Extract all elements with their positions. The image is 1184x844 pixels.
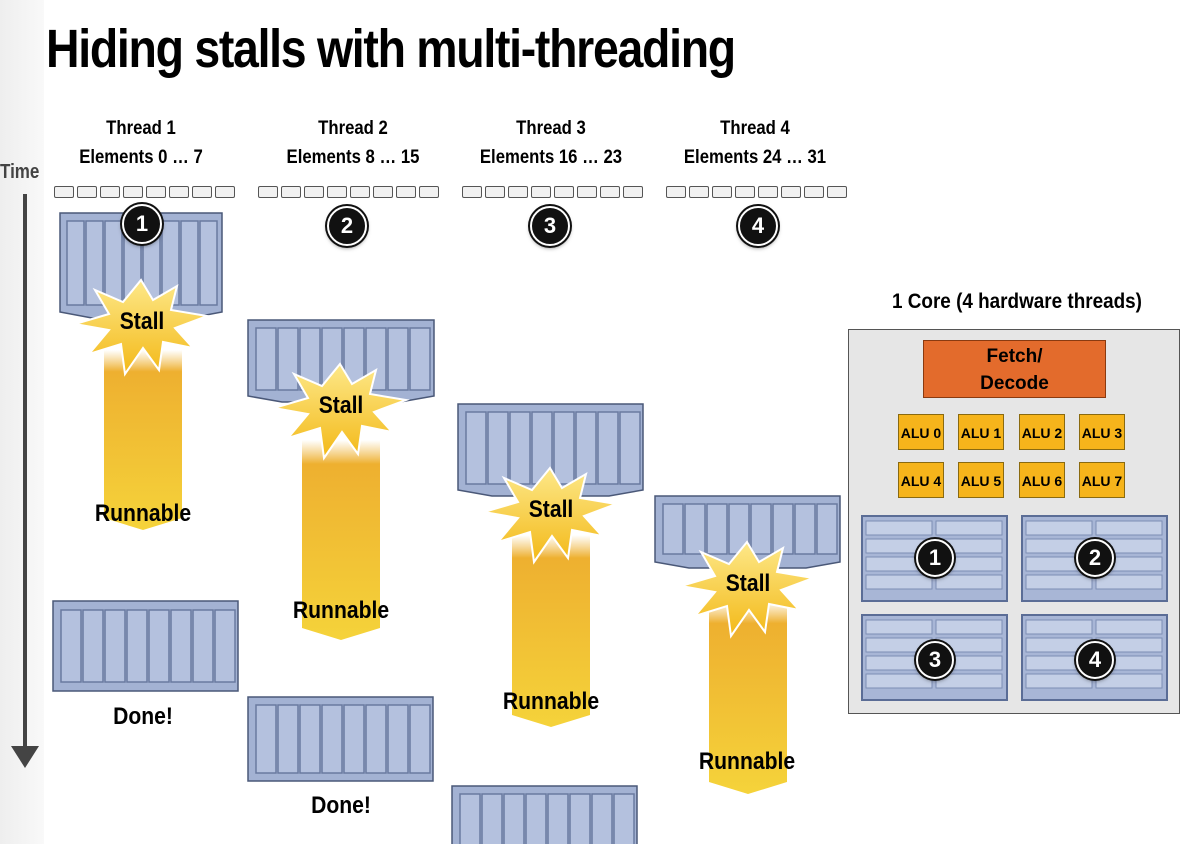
time-axis-line [23,194,27,754]
context-2-badge: 2 [1076,539,1114,577]
context-4-badge: 4 [1076,641,1114,679]
thread-4-stall-label: Stall [725,570,771,597]
thread-4-lanes [666,186,847,198]
page-title: Hiding stalls with multi-threading [46,19,736,79]
time-axis-arrowhead [11,746,39,768]
thread-3-header: Thread 3 Elements 16 … 23 [456,114,646,172]
thread-3-next-block [451,785,638,844]
time-label: Time [0,161,40,183]
thread-3-stall-burst [483,466,620,565]
thread-3-active-block [457,403,644,497]
alu-6: ALU 6 [1019,462,1065,498]
thread-3-runnable-label: Runnable [502,688,600,715]
left-shade [0,0,44,844]
thread-3-elements: Elements 16 … 23 [479,147,623,168]
alu-2: ALU 2 [1019,414,1065,450]
thread-3-stall-label: Stall [528,496,574,523]
thread-1-name: Thread 1 [106,118,176,139]
thread-2-name: Thread 2 [318,118,388,139]
thread-1-done-block [52,600,239,692]
thread-2-done-block [247,696,434,782]
thread-2-lanes [258,186,439,198]
alu-5: ALU 5 [958,462,1004,498]
thread-1-badge: 1 [122,204,162,244]
thread-1-stall-burst [74,278,211,377]
thread-2-active-block [247,319,435,403]
thread-1-runnable-label: Runnable [94,500,192,527]
thread-3-lanes [462,186,643,198]
alu-4: ALU 4 [898,462,944,498]
thread-1-header: Thread 1 Elements 0 … 7 [46,114,236,172]
fetch-label: Fetch/ [986,346,1043,367]
thread-4-runnable-label: Runnable [698,748,796,775]
thread-4-runnable-arrow [709,600,787,794]
thread-2-done-label: Done! [311,792,371,819]
context-1-badge: 1 [916,539,954,577]
thread-3-name: Thread 3 [516,118,586,139]
thread-4-active-block [654,495,841,569]
thread-2-stall-burst [273,362,410,461]
thread-1-lanes [54,186,235,198]
thread-2-stall-label: Stall [318,392,364,419]
fetch-decode-unit: Fetch/ Decode [923,340,1106,398]
thread-2-header: Thread 2 Elements 8 … 15 [258,114,448,172]
thread-2-runnable-label: Runnable [292,597,390,624]
thread-1-done-label: Done! [113,703,173,730]
thread-4-badge: 4 [738,206,778,246]
context-3-badge: 3 [916,641,954,679]
alu-0: ALU 0 [898,414,944,450]
thread-3-runnable-arrow [512,535,590,727]
thread-1-runnable-arrow [104,350,182,530]
thread-4-name: Thread 4 [720,118,790,139]
thread-4-stall-burst [680,540,817,639]
decode-label: Decode [980,373,1049,394]
alu-1: ALU 1 [958,414,1004,450]
alu-7: ALU 7 [1079,462,1125,498]
thread-1-stall-label: Stall [119,308,165,335]
thread-2-badge: 2 [327,206,367,246]
thread-4-header: Thread 4 Elements 24 … 31 [660,114,850,172]
thread-4-elements: Elements 24 … 31 [683,147,827,168]
thread-3-badge: 3 [530,206,570,246]
thread-2-runnable-arrow [302,440,380,640]
thread-1-elements: Elements 0 … 7 [79,147,203,168]
alu-3: ALU 3 [1079,414,1125,450]
core-title: 1 Core (4 hardware threads) [891,290,1142,313]
thread-2-elements: Elements 8 … 15 [286,147,420,168]
